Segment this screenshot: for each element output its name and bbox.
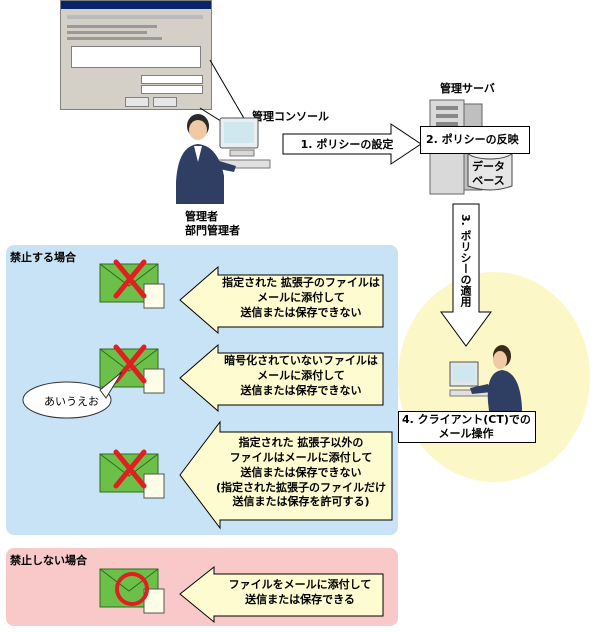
prohibit-case3-line3: 送信または保存できない	[240, 465, 362, 479]
allow-case1-line1: ファイルをメールに添付して	[228, 578, 372, 591]
prohibit-case3-text: 指定された 拡張子以外の ファイルはメールに添付して 送信または保存できない (…	[210, 436, 392, 510]
step1-label: 1. ポリシーの設定	[300, 138, 394, 151]
prohibit-arrow-2	[179, 343, 384, 413]
server-label: 管理サーバ	[440, 82, 495, 95]
db-label-line1: データ	[472, 160, 505, 173]
admin-label-line2: 部門管理者	[185, 223, 240, 237]
speech-bubble-text: あいうえお	[44, 395, 99, 408]
prohibit-case3-line2: ファイルはメールに添付して	[229, 450, 373, 464]
prohibit-case1-line2: メールに添付して	[257, 290, 345, 304]
step4-box	[398, 411, 536, 443]
prohibit-case3-line1: 指定された 拡張子以外の	[238, 436, 364, 449]
prohibit-case1-line3: 送信または保存できない	[240, 305, 362, 319]
allow-case1-text: ファイルをメールに添付して 送信または保存できる	[218, 578, 382, 608]
allow-arrow	[179, 565, 384, 624]
prohibit-case2-line3: 送信または保存できない	[240, 383, 362, 397]
prohibit-case2-line2: メールに添付して	[257, 368, 345, 382]
prohibit-arrow-1	[179, 265, 384, 335]
admin-person-icon	[176, 114, 271, 204]
allow-case1-line2: 送信または保存できる	[245, 592, 355, 606]
step2-label: 2. ポリシーの反映	[426, 133, 519, 146]
admin-console-label: 管理コンソール	[252, 110, 329, 123]
step1-arrow	[282, 123, 422, 165]
admin-label-line1: 管理者	[185, 210, 218, 223]
envelope-blocked-icon	[99, 449, 165, 499]
step2-box	[420, 126, 530, 154]
db-label-line2: ベース	[472, 173, 505, 187]
step3-arrow	[440, 203, 492, 347]
envelope-allowed-icon	[99, 568, 165, 614]
prohibit-case3-line5: 送信または保存を許可する)	[232, 495, 370, 509]
client-person-icon	[449, 345, 522, 420]
prohibit-case2-line1: 暗号化されていないファイルは	[224, 354, 378, 367]
step4-label: 4. クライアント(CT)での メール操作	[402, 413, 531, 441]
speech-bubble	[22, 371, 123, 419]
step4-line2: メール操作	[438, 426, 494, 440]
db-label: データ ベース	[472, 160, 505, 188]
prohibit-case3-line4: (指定された拡張子のファイルだけ	[215, 480, 387, 494]
console-window	[60, 0, 212, 110]
prohibit-case1-text: 指定された 拡張子のファイルは メールに添付して 送信または保存できない	[220, 276, 382, 321]
envelope-blocked-icon	[99, 344, 165, 394]
prohibit-case2-text: 暗号化されていないファイルは メールに添付して 送信または保存できない	[220, 354, 382, 399]
step4-line1: 4. クライアント(CT)での	[402, 413, 531, 426]
envelope-blocked-icon	[99, 259, 165, 309]
allow-title: 禁止しない場合	[10, 554, 87, 567]
prohibit-case1-line1: 指定された 拡張子のファイルは	[222, 276, 380, 289]
prohibit-arrow-3	[179, 420, 393, 530]
admin-label: 管理者 部門管理者	[185, 210, 240, 238]
step3-label: 3. ポリシーの適用	[459, 214, 472, 307]
prohibit-title: 禁止する場合	[10, 251, 76, 264]
